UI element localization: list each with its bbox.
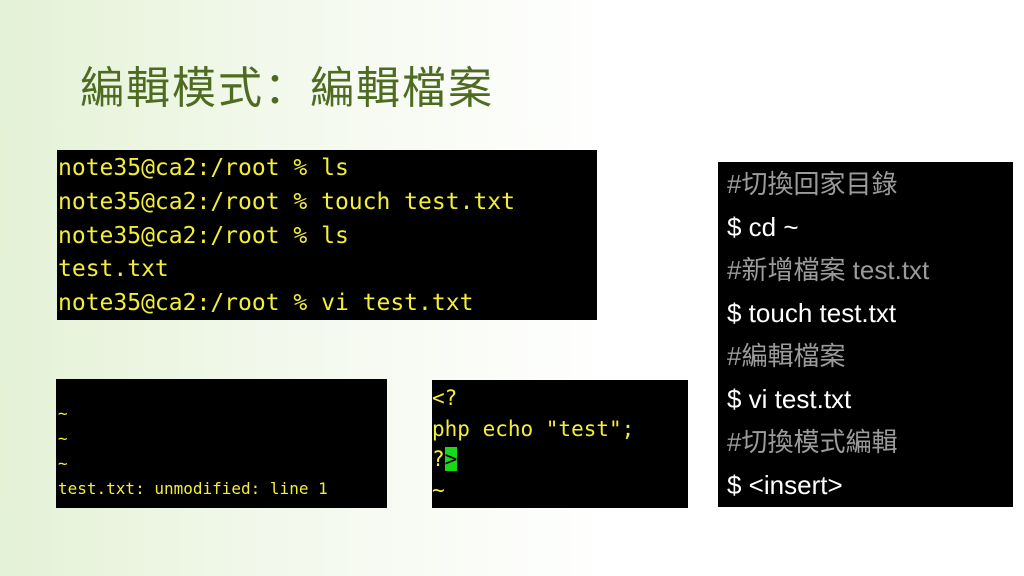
- vi-content-line: <?: [432, 386, 458, 410]
- vi-content-text: ?: [432, 447, 445, 471]
- cmd-command: $ cd ~: [727, 212, 799, 242]
- cmd-comment: #編輯檔案: [727, 341, 846, 371]
- slide-title: 編輯模式：編輯檔案: [80, 63, 494, 114]
- vi-edit-screen: <? php echo "test"; ?> ~: [432, 380, 688, 508]
- vi-tilde-line: ~: [58, 404, 68, 423]
- vi-content-line: ?>: [432, 444, 688, 475]
- terminal-line: test.txt: [58, 256, 169, 283]
- cmd-comment: #新增檔案 test.txt: [727, 255, 930, 285]
- cmd-comment: #切換模式編輯: [727, 427, 898, 457]
- vi-tilde-line: ~: [58, 454, 68, 473]
- vi-content-line: php echo "test";: [432, 416, 635, 441]
- cmd-command: $ vi test.txt: [727, 384, 852, 414]
- cmd-command: $ <insert>: [727, 470, 843, 500]
- terminal-line: note35@ca2:/root % touch test.txt: [58, 188, 515, 215]
- terminal-line: note35@ca2:/root % vi test.txt: [58, 290, 474, 317]
- vi-tilde-line: ~: [432, 477, 445, 502]
- cmd-comment: #切換回家目錄: [727, 169, 898, 199]
- vi-cursor: >: [444, 447, 458, 471]
- cmd-command: $ touch test.txt: [727, 298, 897, 328]
- terminal-session: note35@ca2:/root % ls note35@ca2:/root %…: [57, 150, 597, 320]
- command-reference-panel: #切換回家目錄 $ cd ~ #新增檔案 test.txt $ touch te…: [718, 162, 1013, 507]
- terminal-line: note35@ca2:/root % ls: [58, 155, 349, 181]
- vi-tilde-line: ~: [58, 429, 68, 448]
- vi-status-screen: ~ ~ ~ test.txt: unmodified: line 1: [56, 379, 387, 508]
- terminal-line: note35@ca2:/root % ls: [58, 222, 349, 249]
- vi-status-line: test.txt: unmodified: line 1: [58, 479, 328, 498]
